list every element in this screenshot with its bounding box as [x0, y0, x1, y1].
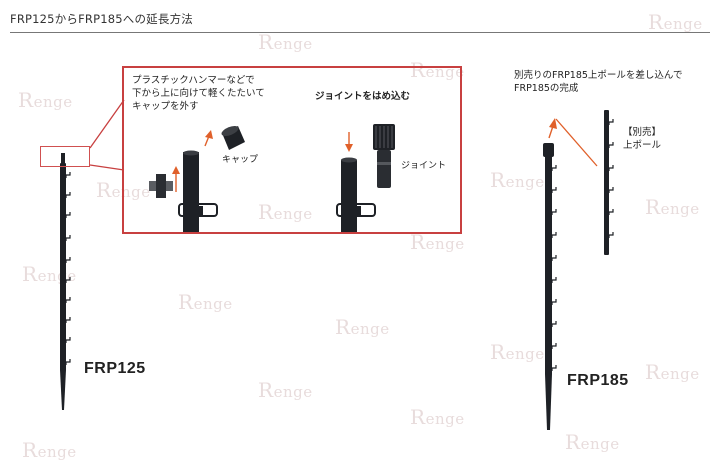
pole-top-closeup-2 — [336, 157, 376, 234]
hammer-icon — [149, 174, 173, 198]
arrow-up-icon — [204, 130, 213, 147]
watermark: Renge — [410, 230, 465, 254]
watermark: Renge — [22, 438, 77, 462]
pole-top-highlight — [40, 146, 90, 167]
pole-top-closeup-1 — [178, 150, 218, 234]
insert-connector-line — [555, 118, 598, 167]
watermark: Renge — [258, 378, 313, 402]
callout-box — [122, 66, 462, 234]
watermark: Renge — [645, 195, 700, 219]
watermark: Renge — [18, 88, 73, 112]
watermark: Renge — [490, 340, 545, 364]
model-label-frp185: FRP185 — [567, 372, 629, 389]
pole-frp185-illustration — [543, 143, 557, 430]
page-title: FRP125からFRP185への延長方法 — [10, 12, 193, 26]
zoom-connector-line — [89, 164, 125, 171]
watermark: Renge — [96, 178, 151, 202]
upper-pole-label: 【別売】 上ポール — [623, 127, 662, 151]
cap-icon — [221, 125, 245, 150]
arrow-down-icon — [345, 132, 353, 152]
joint-label: ジョイント — [401, 161, 447, 171]
cap-label: キャップ — [222, 155, 259, 165]
step2-instruction: ジョイントをはめ込む — [315, 91, 411, 102]
watermark: Renge — [645, 360, 700, 384]
arrow-up-icon — [172, 166, 180, 192]
title-divider — [10, 32, 710, 33]
watermark: Renge — [490, 168, 545, 192]
watermark: Renge — [565, 430, 620, 454]
step1-instruction: プラスチックハンマーなどで 下から上に向けて軽くたたいて キャップを外す — [132, 75, 265, 112]
pole-frp125-illustration — [60, 153, 71, 410]
joint-icon — [373, 124, 395, 188]
arrow-up-icon — [548, 118, 557, 139]
watermark: Renge — [258, 200, 313, 224]
watermark: Renge — [648, 10, 703, 34]
model-label-frp125: FRP125 — [84, 360, 146, 377]
watermark: Renge — [258, 30, 313, 54]
extension-instruction: 別売りのFRP185上ポールを差し込んで FRP185の完成 — [514, 70, 683, 94]
watermark: Renge — [335, 315, 390, 339]
watermark: Renge — [410, 405, 465, 429]
watermark: Renge — [178, 290, 233, 314]
upper-pole-illustration — [604, 110, 614, 255]
zoom-connector-line — [89, 99, 125, 149]
